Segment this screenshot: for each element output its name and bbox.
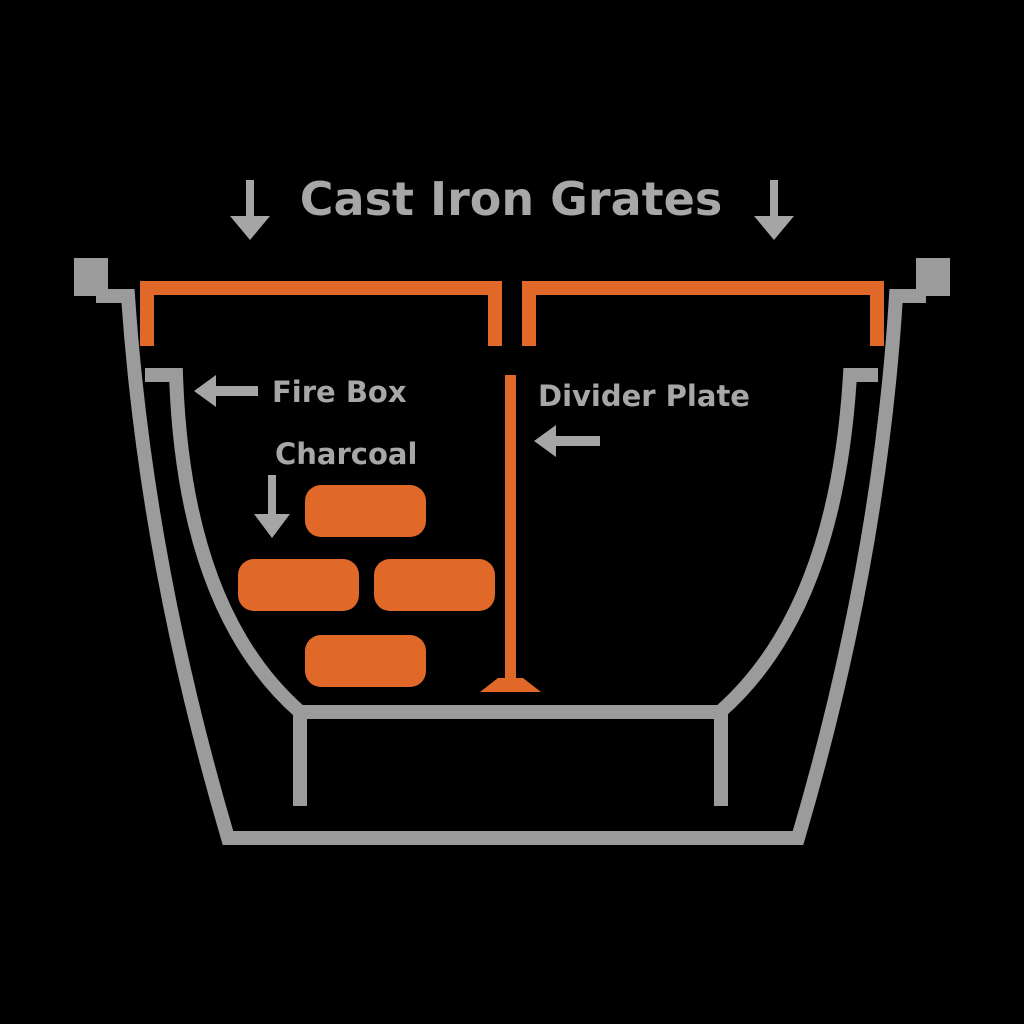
charcoal-arrow-icon — [254, 475, 290, 538]
cast-iron-grate-right — [522, 281, 884, 346]
charcoal-briquette — [238, 559, 359, 611]
divider-plate-label: Divider Plate — [538, 379, 750, 413]
charcoal-briquette — [374, 559, 495, 611]
charcoal-label: Charcoal — [275, 437, 417, 471]
divider-plate-arrow-icon — [534, 425, 600, 457]
divider-plate — [480, 375, 541, 692]
grates-title: Cast Iron Grates — [300, 172, 722, 226]
charcoal-briquette — [305, 635, 426, 687]
fire-box-arrow-icon — [194, 375, 258, 407]
fire-box-label: Fire Box — [272, 375, 407, 409]
charcoal-briquettes — [238, 485, 495, 687]
cast-iron-grate-left — [140, 281, 502, 346]
grates-arrow-right-icon — [754, 180, 794, 240]
fire-box — [145, 368, 878, 806]
grates-arrow-left-icon — [230, 180, 270, 240]
outer-grill-body — [74, 258, 950, 845]
charcoal-briquette — [305, 485, 426, 537]
